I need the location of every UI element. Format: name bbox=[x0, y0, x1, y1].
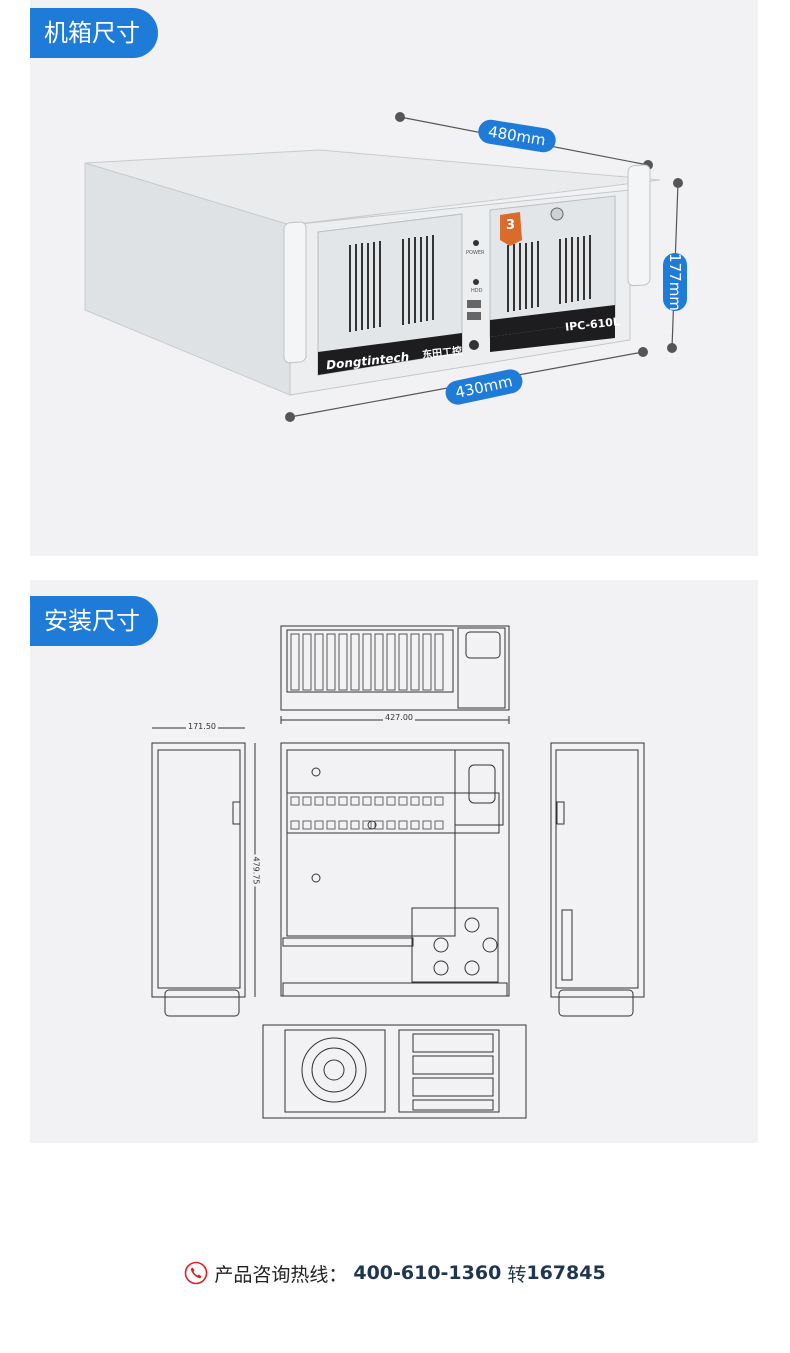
hotline-extension: 167845 bbox=[526, 1262, 606, 1284]
hotline-label: 产品咨询热线： bbox=[214, 1263, 348, 1286]
side-height-dimension: 479.75 bbox=[251, 854, 261, 887]
side-depth-dimension: 171.50 bbox=[186, 722, 218, 731]
install-section-title: 安装尺寸 bbox=[30, 596, 158, 646]
chassis-illustration bbox=[84, 112, 683, 422]
install-panel bbox=[30, 580, 758, 1143]
hotline-number[interactable]: 400-610-1360 bbox=[353, 1262, 502, 1284]
height-dimension-label: 177mm bbox=[663, 253, 687, 311]
hdd-label: HDD bbox=[471, 288, 483, 294]
chassis-section-title: 机箱尺寸 bbox=[30, 8, 158, 58]
top-width-dimension: 427.00 bbox=[383, 713, 415, 722]
hotline-ext-label: 转 bbox=[507, 1263, 527, 1286]
warranty-badge: 3 bbox=[506, 218, 516, 233]
phone-icon bbox=[185, 1261, 208, 1285]
power-label: POWER bbox=[466, 250, 485, 256]
